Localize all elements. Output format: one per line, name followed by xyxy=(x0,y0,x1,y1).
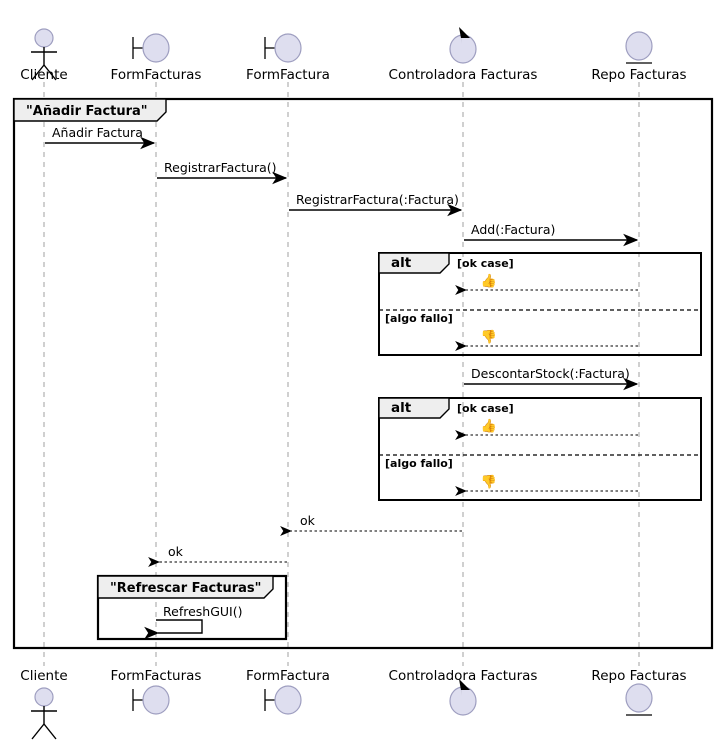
actor-head-icon xyxy=(34,28,54,48)
self-message-label: RefreshGUI() xyxy=(163,604,242,619)
control-circle-icon xyxy=(449,686,477,716)
actor-head-icon xyxy=(34,687,54,707)
message-label-m7: DescontarStock(:Factura) xyxy=(471,366,630,381)
boundary-circle-icon xyxy=(274,33,302,63)
fragment-alt1-border xyxy=(378,252,702,356)
participant-label-top-formfacturas: FormFacturas xyxy=(111,67,202,83)
thumbs-up-icon: 👍 xyxy=(481,273,497,289)
nested-frame-header xyxy=(97,575,274,599)
actor-leg-right-icon xyxy=(43,723,57,740)
participant-label-bottom-formfacturas: FormFacturas xyxy=(111,668,202,684)
outer-frame-header xyxy=(13,98,167,122)
alt-fragments-group: alt [ok case] [algo fallo] alt [ok case] [alg… xyxy=(378,252,702,501)
message-label-m11: ok xyxy=(168,544,184,559)
message-label-m2: RegistrarFactura() xyxy=(164,160,277,175)
message-label-m4: Add(:Factura) xyxy=(471,222,555,237)
nested-frame-label: "Refrescar Facturas" xyxy=(110,581,261,596)
actor-leg-right-icon xyxy=(43,64,57,81)
lifelines-group xyxy=(43,82,640,666)
fragment-alt1-guard-0: [ok case] xyxy=(457,257,514,270)
fragment-alt2-guard-0: [ok case] xyxy=(457,402,514,415)
participant-label-bottom-cliente: Cliente xyxy=(20,668,67,684)
participant-label-top-controladora: Controladora Facturas xyxy=(389,67,538,83)
message-label-m1: Añadir Factura xyxy=(52,125,143,140)
participant-label-bottom-formfactura: FormFactura xyxy=(246,668,330,684)
outer-frame-group: "Añadir Factura" xyxy=(12,97,714,650)
thumbs-down-icon: 👎 xyxy=(481,474,497,490)
control-circle-icon xyxy=(449,34,477,64)
nested-frame-group: "Refrescar Facturas" RefreshGUI() xyxy=(96,574,288,641)
participant-label-top-formfactura: FormFactura xyxy=(246,67,330,83)
fragment-alt1-header xyxy=(378,252,450,274)
participant-label-bottom-controladora: Controladora Facturas xyxy=(389,668,538,684)
control-arrow-icon xyxy=(459,27,470,44)
fragment-alt1-guard-1: [algo fallo] xyxy=(385,312,453,325)
fragment-alt2-guard-1: [algo fallo] xyxy=(385,457,453,470)
fragment-alt2-label: alt xyxy=(391,400,412,416)
fragment-alt2-border xyxy=(378,397,702,501)
participant-label-top-cliente: Cliente xyxy=(20,67,67,83)
message-label-m3: RegistrarFactura(:Factura) xyxy=(296,192,459,207)
control-arrow-icon xyxy=(459,679,470,696)
boundary-circle-icon xyxy=(142,685,170,715)
outer-frame-label: "Añadir Factura" xyxy=(26,104,148,119)
fragment-alt1-label: alt xyxy=(391,255,412,271)
entity-circle-icon xyxy=(625,683,653,713)
participant-label-bottom-repo: Repo Facturas xyxy=(591,668,686,684)
thumbs-down-icon: 👎 xyxy=(481,329,497,345)
thumbs-up-icon: 👍 xyxy=(481,418,497,434)
boundary-circle-icon xyxy=(142,33,170,63)
outer-frame-border xyxy=(12,97,714,650)
boundary-circle-icon xyxy=(274,685,302,715)
participant-label-top-repo: Repo Facturas xyxy=(591,67,686,83)
fragment-alt2-header xyxy=(378,397,450,419)
participants-group: ClienteClienteFormFacturasFormFacturasFo… xyxy=(20,27,687,740)
self-message-arrow xyxy=(144,619,203,640)
actor-leg-left-icon xyxy=(31,64,45,81)
actor-leg-left-icon xyxy=(31,723,45,740)
message-label-m10: ok xyxy=(300,513,316,528)
entity-circle-icon xyxy=(625,31,653,61)
